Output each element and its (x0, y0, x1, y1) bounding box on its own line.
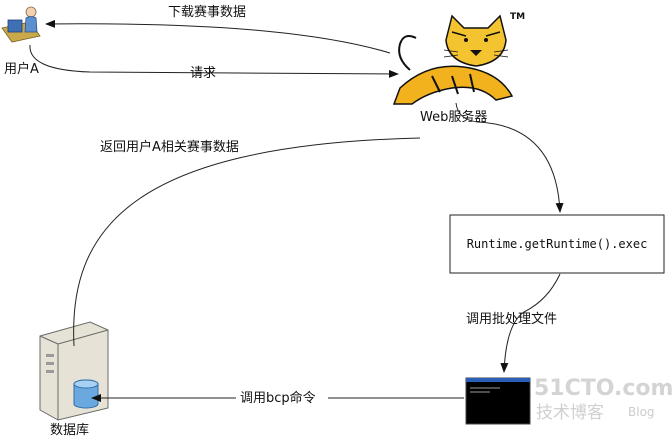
edge-server-to-runtime (455, 102, 564, 213)
edge-request-label: 请求 (190, 66, 216, 81)
console-window-icon (465, 377, 531, 425)
watermark-brand: 51CTO.com (534, 376, 672, 401)
edge-call-batch-label: 调用批处理文件 (466, 312, 557, 327)
web-server-label: Web服务器 (420, 109, 487, 125)
trademark-mark: TM (510, 12, 525, 22)
edge-return-data (73, 137, 421, 347)
user-computer-icon (1, 6, 41, 43)
runtime-exec-box (449, 214, 665, 274)
edge-request (29, 44, 399, 78)
edge-download-label: 下载赛事数据 (168, 4, 246, 20)
watermark-blog: Blog (628, 405, 655, 419)
watermark-sub: 技术博客 (536, 403, 604, 423)
edge-call-bcp-label: 调用bcp命令 (240, 390, 316, 406)
edge-call-bcp-label-bg (236, 388, 328, 406)
runtime-exec-label: Runtime.getRuntime().exec (467, 237, 648, 251)
database-label: 数据库 (50, 422, 89, 438)
tomcat-server-icon (392, 14, 514, 105)
edge-return-data-label: 返回用户A相关赛事数据 (100, 139, 239, 155)
edge-download (45, 19, 391, 54)
edge-call-batch (500, 273, 561, 373)
user-label: 用户A (4, 61, 39, 77)
